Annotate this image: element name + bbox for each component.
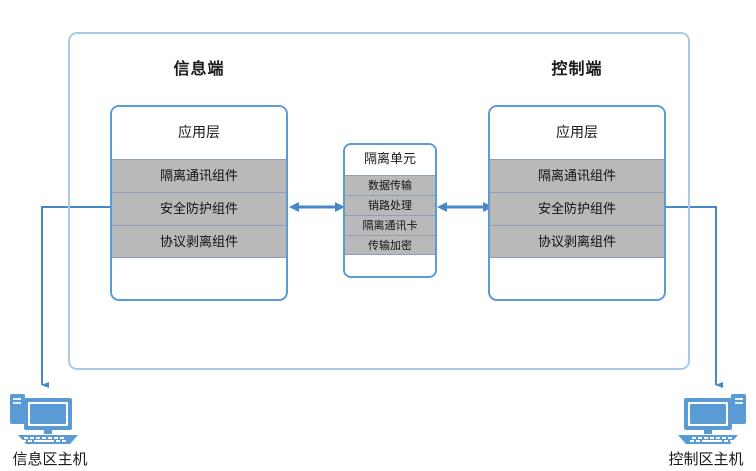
right-panel-row-security: 安全防护组件 — [490, 192, 664, 225]
left-panel: 应用层 隔离通讯组件 安全防护组件 协议剥离组件 — [110, 105, 288, 301]
isolation-unit-box: 隔离单元 数据传输 销路处理 隔离通讯卡 传输加密 — [343, 143, 437, 278]
left-panel-rows: 隔离通讯组件 安全防护组件 协议剥离组件 — [112, 159, 286, 258]
right-panel-rows: 隔离通讯组件 安全防护组件 协议剥离组件 — [490, 159, 664, 258]
isolation-unit-row-transfer-encryption: 传输加密 — [345, 235, 435, 255]
right-section-title: 控制端 — [551, 59, 603, 78]
left-panel-row-security: 安全防护组件 — [112, 192, 286, 225]
isolation-unit-header: 隔离单元 — [345, 145, 435, 175]
right-host-label: 控制区主机 — [668, 450, 744, 468]
connector-right-panel-to-host — [664, 206, 723, 388]
left-section-title: 信息端 — [173, 59, 225, 78]
right-host-computer-icon — [678, 394, 746, 444]
connector-left-panel-to-host — [41, 206, 112, 388]
left-panel-row-isolation-comm: 隔离通讯组件 — [112, 159, 286, 192]
isolation-unit-row-data-transfer: 数据传输 — [345, 175, 435, 195]
right-panel: 应用层 隔离通讯组件 安全防护组件 协议剥离组件 — [488, 105, 666, 301]
left-panel-row-protocol-strip: 协议剥离组件 — [112, 225, 286, 258]
right-panel-row-isolation-comm: 隔离通讯组件 — [490, 159, 664, 192]
isolation-unit-row-link-processing: 销路处理 — [345, 195, 435, 215]
left-host-computer-icon — [10, 394, 78, 444]
right-panel-header: 应用层 — [490, 107, 664, 159]
isolation-unit-row-comm-card: 隔离通讯卡 — [345, 215, 435, 235]
left-host-label: 信息区主机 — [12, 450, 88, 468]
left-panel-header: 应用层 — [112, 107, 286, 159]
system-boundary-box — [68, 32, 690, 370]
right-panel-row-protocol-strip: 协议剥离组件 — [490, 225, 664, 258]
